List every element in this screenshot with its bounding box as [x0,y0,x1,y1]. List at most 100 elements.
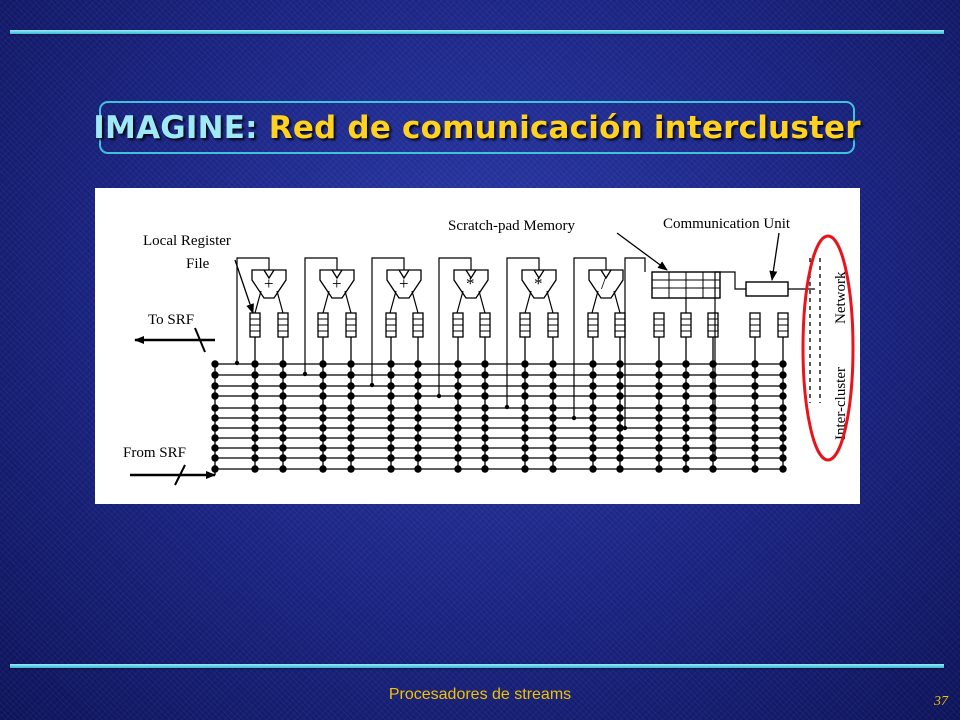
bus-junction [589,371,597,379]
bus-junction [589,360,597,368]
feedback-junction [369,382,375,388]
bus-junction [387,371,395,379]
top-rule [10,30,944,34]
bus-junction [454,454,462,462]
bus-junction [319,360,327,368]
bus-junction [589,434,597,442]
alu-output [276,290,284,314]
bus-junction [279,454,287,462]
bus-junction [682,371,690,379]
bus-junction [347,360,355,368]
bus-junction [549,392,557,400]
unit-feedback-wire [573,257,607,418]
bus-junction [521,392,529,400]
bus-junction [589,414,597,422]
bus-junction [481,392,489,400]
bus-layer [130,232,787,486]
alu-notch [533,269,545,280]
bus-junction [251,444,259,452]
scratch-pad-wire [624,257,646,428]
bus-junction [521,434,529,442]
bus-junction [549,404,557,412]
slide-title: IMAGINE: Red de comunicación intercluste… [93,110,860,146]
alu-output [591,290,599,314]
bus-junction [387,404,395,412]
bus-junction [347,434,355,442]
diagram-svg: +++**/ Local Register File Scratch-pad M… [123,216,855,486]
alu-output [613,290,621,314]
alu-output [478,290,486,314]
unit-op-symbol: + [399,274,409,293]
bus-junction [454,434,462,442]
bus-junction [454,360,462,368]
unit-op-symbol: + [264,274,274,293]
bus-junction [549,382,557,390]
bus-junction [347,414,355,422]
bus-junction [589,404,597,412]
bus-junction [251,371,259,379]
bus-junction [616,404,624,412]
bus-junction [279,392,287,400]
comm-unit-wire [714,271,746,458]
label-from-srf: From SRF [123,445,186,461]
bus-junction [279,444,287,452]
title-main: Red de comunicación intercluster [268,109,861,146]
bus-junction [319,382,327,390]
bus-junction [251,454,259,462]
bus-junction [521,465,529,473]
register-file [749,312,761,338]
bus-junction [454,414,462,422]
scratch-pad-memory [622,257,721,431]
bus-junction [521,454,529,462]
bus-junction [414,371,422,379]
register-file [412,312,424,338]
bus-junction [589,424,597,432]
bus-junction [589,465,597,473]
local-register-pointer [234,259,254,314]
bus-junction [347,424,355,432]
bus-junction [319,465,327,473]
bus-junction [521,414,529,422]
bus-junction [751,360,759,368]
bus-junction [779,360,787,368]
alu-shape [588,269,624,299]
to-srf-slash [194,327,206,353]
bus-junction [387,444,395,452]
bus-junction [655,424,663,432]
label-scratch-pad: Scratch-pad Memory [448,218,576,234]
alu-output [456,290,464,314]
bus-junction [521,360,529,368]
bus-junction [279,424,287,432]
bus-junction [709,465,717,473]
bus-junction [751,454,759,462]
bus-junction [211,414,219,422]
bus-junction [682,444,690,452]
bus-junction [211,371,219,379]
bus-junction [387,382,395,390]
bus-junction [387,434,395,442]
bus-junction [414,404,422,412]
bus-junction [319,371,327,379]
unit-op-symbol: / [601,274,606,293]
bus-junction [655,371,663,379]
bus-junction [387,454,395,462]
bus-junction [751,414,759,422]
bus-junction [682,424,690,432]
bus-junction [414,434,422,442]
scratch-pad-pointer [616,232,668,271]
bus-junction [589,444,597,452]
alu-notch [331,269,343,280]
bus-junction [347,465,355,473]
bus-junction [779,371,787,379]
title-prefix: IMAGINE: [93,109,269,146]
bus-junction [454,444,462,452]
bus-junction [414,454,422,462]
bus-junction [454,465,462,473]
bus-junction [616,382,624,390]
bus-junction [211,454,219,462]
functional-unit: + [302,257,355,377]
bus-junction [279,414,287,422]
network-highlight-ellipse [801,234,855,462]
bus-junction [682,360,690,368]
bus-junction [655,414,663,422]
